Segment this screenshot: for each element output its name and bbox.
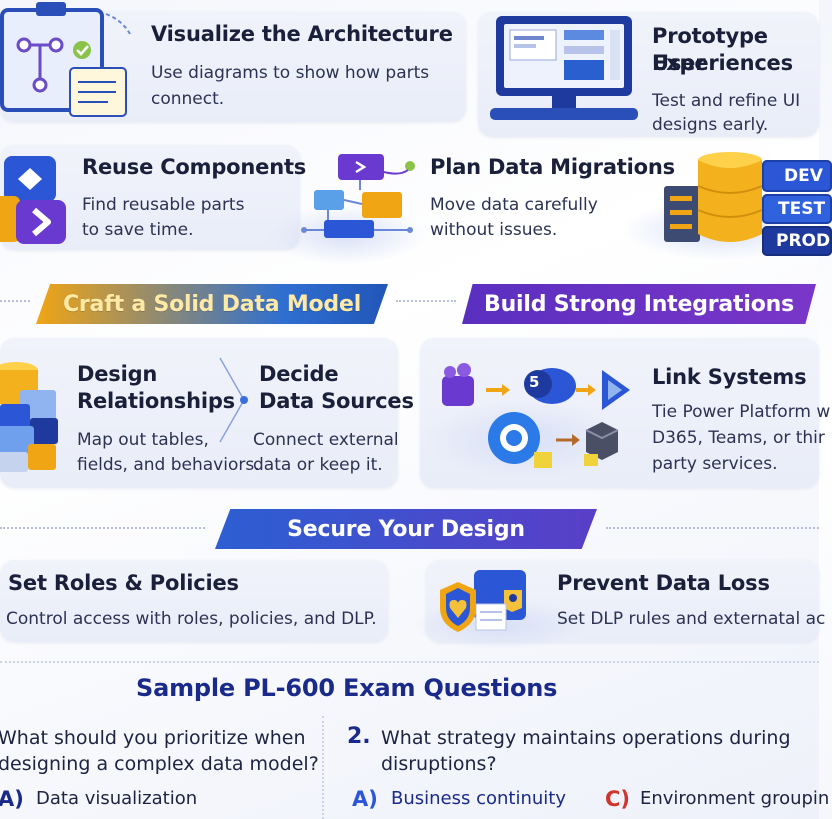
prototype-title-line1: Prototype User [652,24,768,75]
monitor-prototype-icon [490,16,638,120]
relationships-desc-line1: Map out tables, [77,430,209,450]
env-dev-tag [762,160,832,192]
dlp-desc: Set DLP rules and externatal ac [557,609,826,629]
secure-banner: Secure Your Design [215,509,597,549]
roles-card [0,560,388,642]
migrations-desc-line2: without issues. [430,220,558,240]
integrations-banner-label: Build Strong Integrations [484,291,794,317]
reuse-desc-line2: to save time. [82,220,194,240]
shield-lock-icon [440,570,526,632]
reuse-title: Reuse Components [82,155,307,179]
question2-option-c-letter[interactable]: C) [605,787,631,811]
sources-title-line1: Decide [259,362,339,386]
prototype-desc-line1: Test and refine UI [652,91,801,111]
data-flow-icon [301,154,415,238]
database-stack-icon [664,152,763,242]
link-systems-title: Link Systems [652,365,807,389]
prototype-title-line2: Experiences [652,51,793,75]
question1-line1: What should you prioritize when [0,727,306,749]
env-prod-tag [762,226,832,256]
table-blocks-icon [0,362,58,472]
relationships-title-line2: Relationships [77,389,235,413]
divider-questions [0,661,819,663]
sources-desc-line1: Connect external [253,430,399,450]
sources-title-line2: Data Sources [259,389,414,413]
systems-link-icon [442,363,630,468]
roles-desc: Control access with roles, policies, and… [6,609,377,629]
prototype-desc-line2: designs early. [652,115,769,135]
question2-option-c[interactable]: Environment groupin [640,788,830,809]
roles-title: Set Roles & Policies [8,571,239,595]
question1-option-a[interactable]: Data visualization [36,788,198,809]
reuse-desc-line1: Find reusable parts [82,195,245,215]
env-test-tag [762,194,832,224]
architecture-desc-line1: Use diagrams to show how parts [151,63,430,83]
env-prod-label: PROD [776,231,831,251]
architecture-title: Visualize the Architecture [151,22,453,46]
divider-secure-right [606,527,819,529]
data-model-banner-label: Craft a Solid Data Model [62,291,362,317]
data-model-banner: Craft a Solid Data Model [36,284,388,324]
integrations-banner: Build Strong Integrations [462,284,816,324]
migrations-title: Plan Data Migrations [430,155,675,179]
link-systems-desc-line3: party services. [652,454,778,474]
question2-line2: disruptions? [381,753,497,775]
relationships-title-line1: Design [77,362,158,386]
relationships-desc-line2: fields, and behaviors. [77,455,260,475]
question1-option-a-letter[interactable]: A) [0,787,24,811]
env-test-label: TEST [778,199,826,219]
question1-line2: designing a complex data model? [0,753,319,775]
link-systems-desc-line1: Tie Power Platform w [652,402,831,422]
reusable-blocks-icon [0,156,66,244]
connector-chevron [219,357,248,443]
question2-option-a-letter[interactable]: A) [352,787,378,811]
architecture-desc-line2: connect. [151,89,225,109]
divider-left [0,300,30,302]
questions-heading: Sample PL-600 Exam Questions [136,674,558,702]
secure-banner-label: Secure Your Design [287,516,525,542]
architecture-diagram-icon [0,2,131,117]
divider-middle [396,300,456,302]
sharepoint-badge-number: 5 [529,373,540,391]
migrations-desc-line1: Move data carefully [430,195,598,215]
divider-secure-left [0,527,205,529]
question2-number: 2. [347,724,371,749]
question-divider [322,716,324,819]
env-dev-label: DEV [784,166,823,186]
data-model-card [0,338,398,488]
link-systems-desc-line2: D365, Teams, or thir [652,428,825,448]
dlp-title: Prevent Data Loss [557,571,770,595]
question2-option-a[interactable]: Business continuity [391,788,566,809]
sources-desc-line2: data or keep it. [253,455,383,475]
question2-line1: What strategy maintains operations durin… [381,727,791,749]
